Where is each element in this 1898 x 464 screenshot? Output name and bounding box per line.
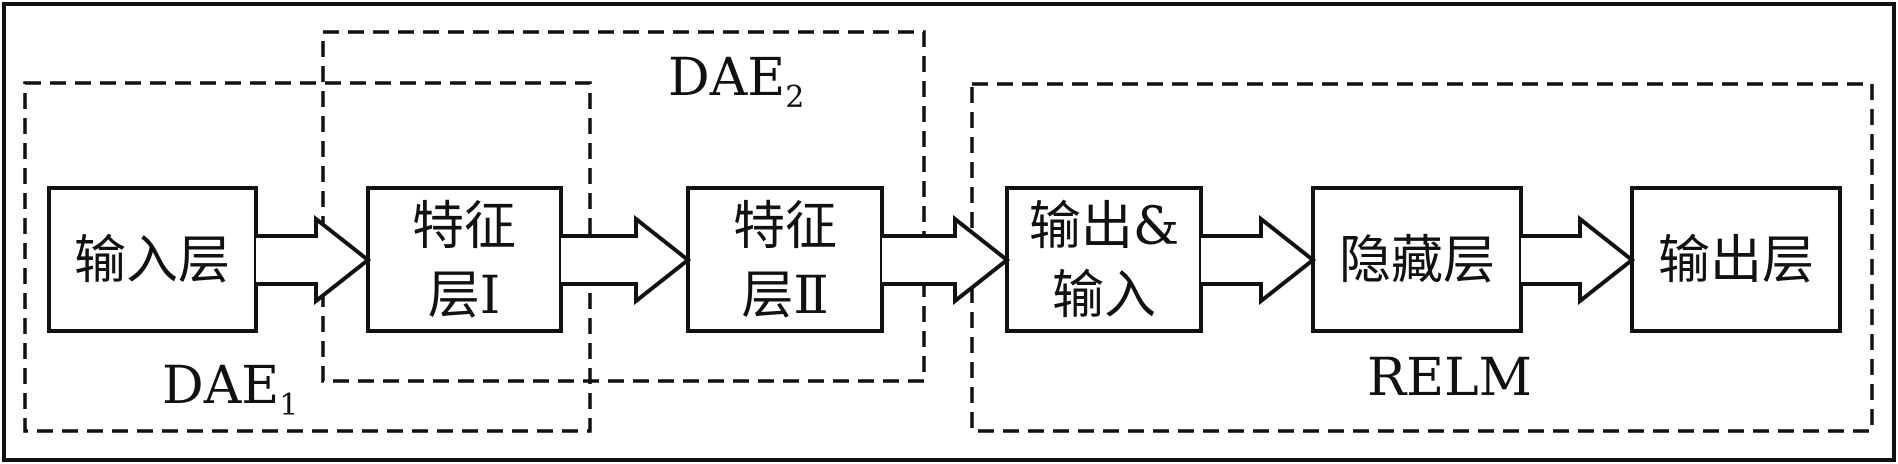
flow-arrow-2 xyxy=(561,214,692,306)
flow-arrow-1 xyxy=(256,214,372,306)
dae1-label: DAE xyxy=(162,356,279,416)
dae2-subscript: 2 xyxy=(785,80,804,115)
group-label-relm: RELM xyxy=(1367,348,1532,408)
node-text-input-layer: 输入层 xyxy=(74,231,230,291)
flow-arrow-4 xyxy=(1201,214,1317,306)
arrows-layer xyxy=(256,214,1636,306)
node-text-feature-layer-1-line1: 特征 xyxy=(412,197,516,257)
group-label-dae1: DAE1 xyxy=(162,356,298,423)
dae2-label: DAE xyxy=(668,48,785,108)
group-label-dae2: DAE2 xyxy=(668,48,804,115)
dae1-subscript: 1 xyxy=(279,388,298,423)
group-box-dae2 xyxy=(321,30,926,383)
node-box-feature-layer-2 xyxy=(686,186,884,333)
node-box-input-layer xyxy=(47,186,258,333)
node-text-output-layer: 输出层 xyxy=(1658,231,1814,291)
node-text-output-input-line1: 输出& xyxy=(1029,197,1179,257)
flow-arrow-3 xyxy=(882,214,1011,306)
flow-arrow-5 xyxy=(1521,214,1636,306)
node-text-output-input-line2: 输入 xyxy=(1052,266,1156,326)
node-text-feature-layer-2-line2: 层Ⅱ xyxy=(741,266,828,326)
node-text-hidden-layer: 隐藏层 xyxy=(1339,231,1495,291)
node-box-feature-layer-1 xyxy=(366,186,563,333)
group-box-relm xyxy=(970,82,1874,433)
node-text-feature-layer-1-line2: 层Ⅰ xyxy=(428,266,501,326)
node-text-feature-layer-2-line1: 特征 xyxy=(733,197,837,257)
